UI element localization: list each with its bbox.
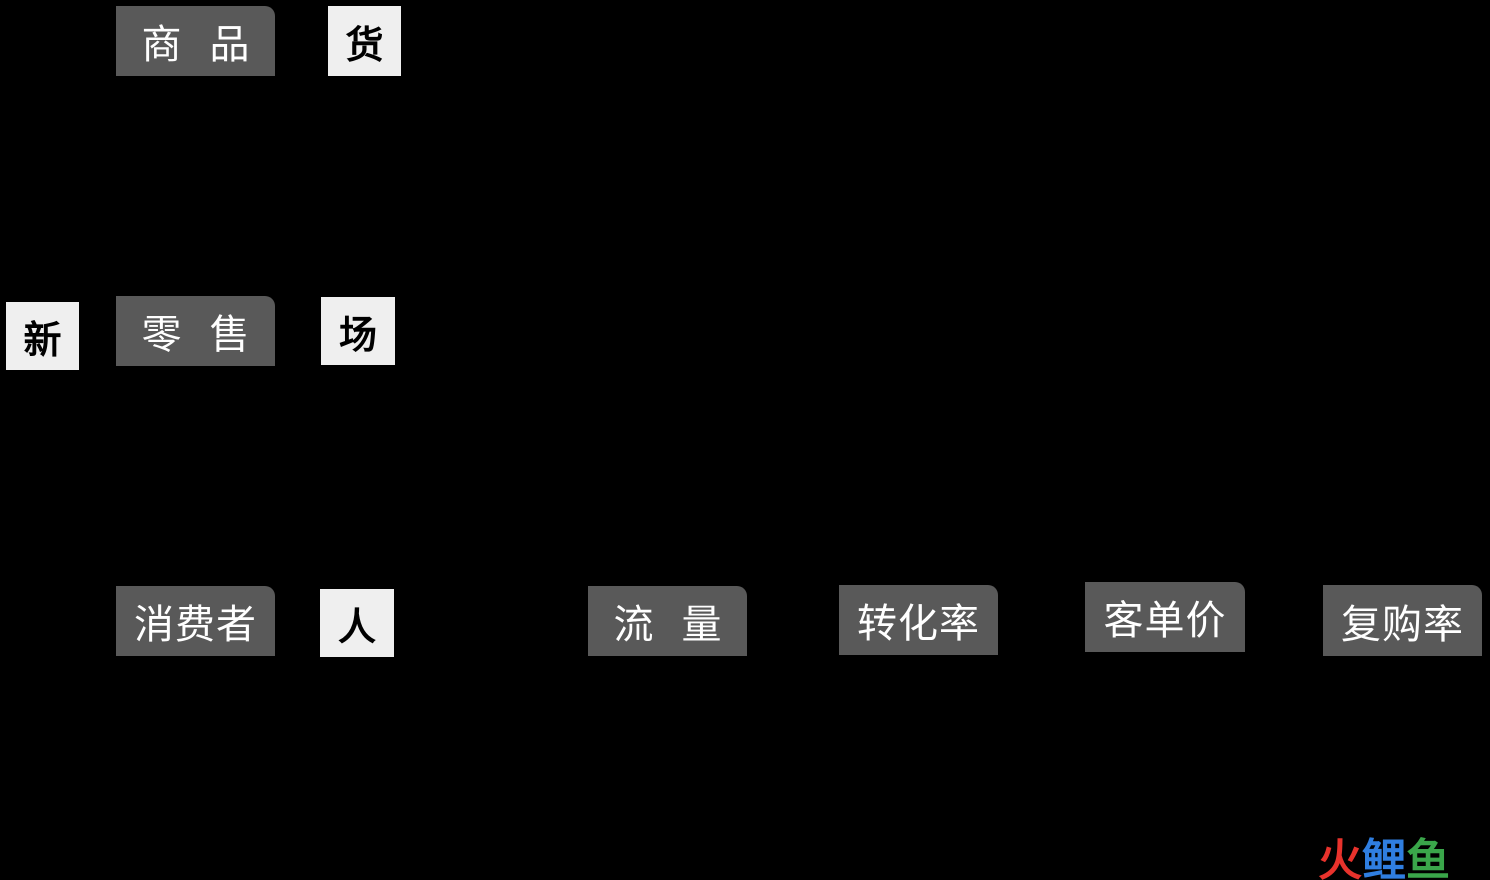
traffic-label: 流量 <box>613 602 750 648</box>
new-box: 新 <box>6 302 79 370</box>
logo-char-3: 鱼 <box>1406 835 1450 880</box>
logo-char-2: 鲤 <box>1362 835 1406 880</box>
goods-label: 货 <box>345 22 384 67</box>
retail-box: 零售 <box>116 296 275 366</box>
unit-price-box: 客单价 <box>1085 582 1245 652</box>
people-box: 人 <box>320 589 394 657</box>
consumer-label: 消费者 <box>134 602 257 648</box>
place-box: 场 <box>321 297 395 365</box>
conversion-label: 转化率 <box>857 601 980 647</box>
people-label: 人 <box>337 604 376 649</box>
consumer-box: 消费者 <box>116 586 275 656</box>
commodity-box: 商品 <box>116 6 275 76</box>
retail-label: 零售 <box>141 312 278 358</box>
goods-box: 货 <box>328 6 401 76</box>
conversion-box: 转化率 <box>839 585 998 655</box>
logo-char-1: 火 <box>1318 835 1362 880</box>
commodity-label: 商品 <box>141 22 278 68</box>
repurchase-label: 复购率 <box>1341 601 1464 648</box>
repurchase-box: 复购率 <box>1323 585 1482 656</box>
new-label: 新 <box>23 317 62 362</box>
place-label: 场 <box>338 312 377 357</box>
traffic-box: 流量 <box>588 586 747 656</box>
unit-price-label: 客单价 <box>1103 598 1227 644</box>
logo-watermark: 火 鲤 鱼 <box>1318 832 1450 880</box>
